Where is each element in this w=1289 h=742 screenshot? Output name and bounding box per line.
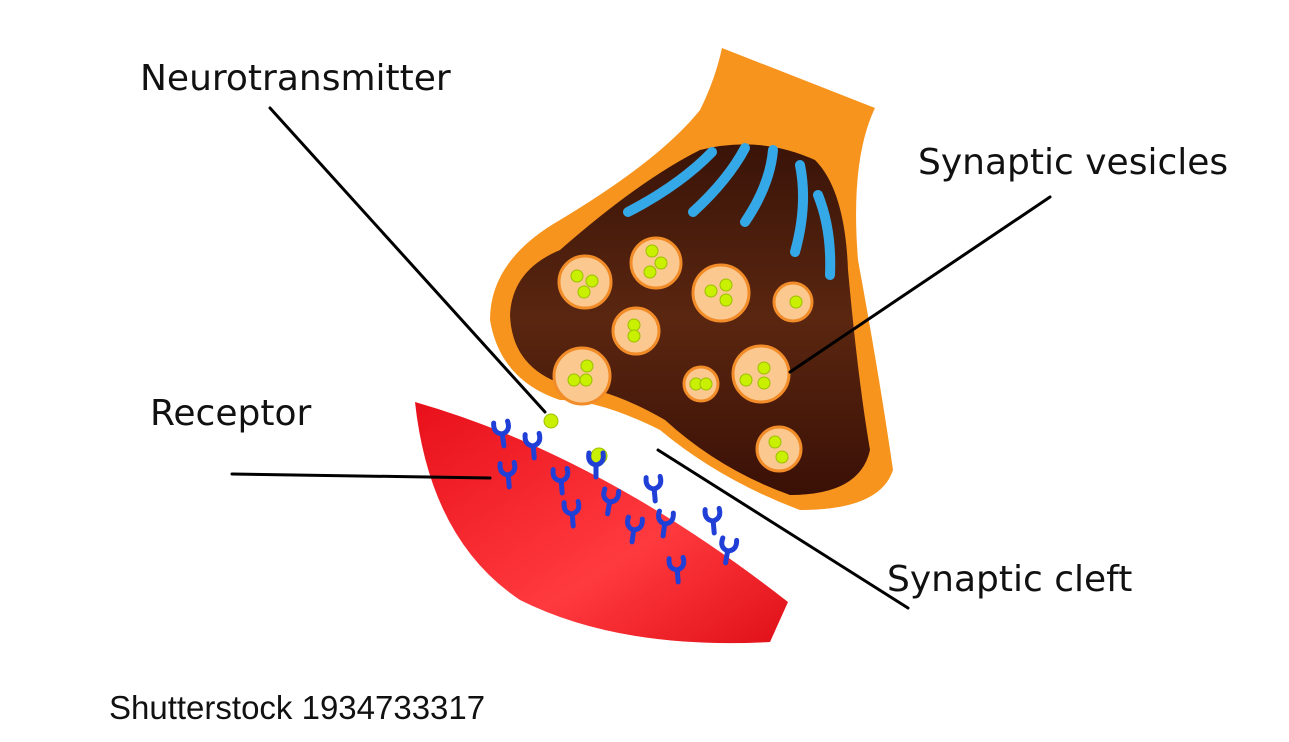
- microtubule: [623, 147, 717, 217]
- leader-line-synaptic-vesicles: [788, 195, 1052, 374]
- leader-line-synaptic-cleft: [656, 448, 910, 610]
- microtubule: [688, 143, 750, 217]
- neurotransmitter-molecule: [543, 413, 559, 429]
- vesicle: [557, 254, 613, 310]
- vesicle: [682, 365, 720, 403]
- leader-lines: [230, 106, 1052, 610]
- receptor-shape: [646, 476, 663, 501]
- receptor-label: Receptor: [150, 393, 312, 434]
- vesicle: [755, 425, 803, 473]
- vesicle: [731, 344, 791, 404]
- vesicle: [611, 306, 661, 356]
- vesicle: [772, 281, 814, 323]
- leader-line-neurotransmitter: [268, 106, 547, 414]
- receptor-shape: [705, 508, 722, 533]
- synaptic-vesicles-label: Synaptic vesicles: [918, 142, 1229, 183]
- microtubules: [623, 143, 836, 280]
- neurotransmitter-label: Neurotransmitter: [140, 58, 451, 99]
- synaptic-cleft-label: Synaptic cleft: [887, 559, 1133, 600]
- leader-line-receptor: [230, 472, 492, 480]
- vesicle: [629, 236, 683, 290]
- vesicle: [552, 346, 612, 406]
- image-credit: Shutterstock 1934733317: [109, 689, 486, 726]
- vesicle: [691, 263, 751, 323]
- microtubule: [813, 190, 836, 280]
- microtubule: [790, 160, 809, 257]
- microtubule: [740, 145, 778, 227]
- postsynaptic-membrane: [415, 402, 788, 644]
- presynaptic-cytoplasm: [510, 144, 870, 495]
- synaptic-vesicles: [552, 236, 814, 473]
